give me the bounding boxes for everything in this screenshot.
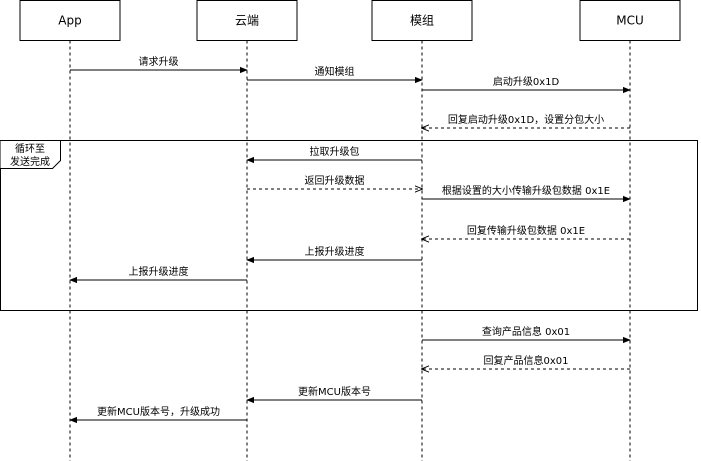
participant-box-cloud — [196, 0, 298, 41]
message-label-8: 回复传输升级包数据 0x1E — [467, 224, 585, 237]
message-label-6: 返回升级数据 — [305, 174, 365, 187]
message-label-12: 回复产品信息0x01 — [483, 354, 568, 367]
message-label-4: 回复启动升级0x1D，设置分包大小 — [448, 113, 604, 126]
participant-label-mcu: MCU — [616, 14, 644, 28]
message-label-2: 通知模组 — [315, 65, 355, 78]
participant-box-mcu — [579, 0, 681, 41]
message-label-14: 更新MCU版本号，升级成功 — [97, 405, 220, 418]
loop-frame-tab — [0, 140, 61, 169]
participant-label-module: 模组 — [410, 14, 434, 28]
message-label-11: 查询产品信息 0x01 — [482, 325, 570, 338]
participant-label-app: App — [58, 14, 81, 28]
message-label-7: 根据设置的大小传输升级包数据 0x1E — [442, 184, 610, 197]
loop-label-line1: 循环至 — [15, 142, 45, 155]
message-label-3: 启动升级0x1D — [493, 75, 560, 88]
participant-label-cloud: 云端 — [235, 14, 259, 28]
participant-box-app — [19, 0, 121, 41]
lifelines — [69, 40, 631, 461]
message-label-13: 更新MCU版本号 — [298, 385, 371, 398]
message-label-1: 请求升级 — [139, 55, 179, 68]
message-label-9: 上报升级进度 — [305, 245, 365, 258]
participant-heads: App 云端 模组 MCU — [19, 0, 681, 41]
message-label-5: 拉取升级包 — [310, 145, 360, 158]
message-label-10: 上报升级进度 — [129, 265, 189, 278]
loop-label-line2: 发送完成 — [10, 155, 50, 168]
loop-frame-box — [0, 140, 698, 311]
loop-frame: 循环至 发送完成 — [0, 140, 698, 311]
participant-box-module — [371, 0, 473, 41]
